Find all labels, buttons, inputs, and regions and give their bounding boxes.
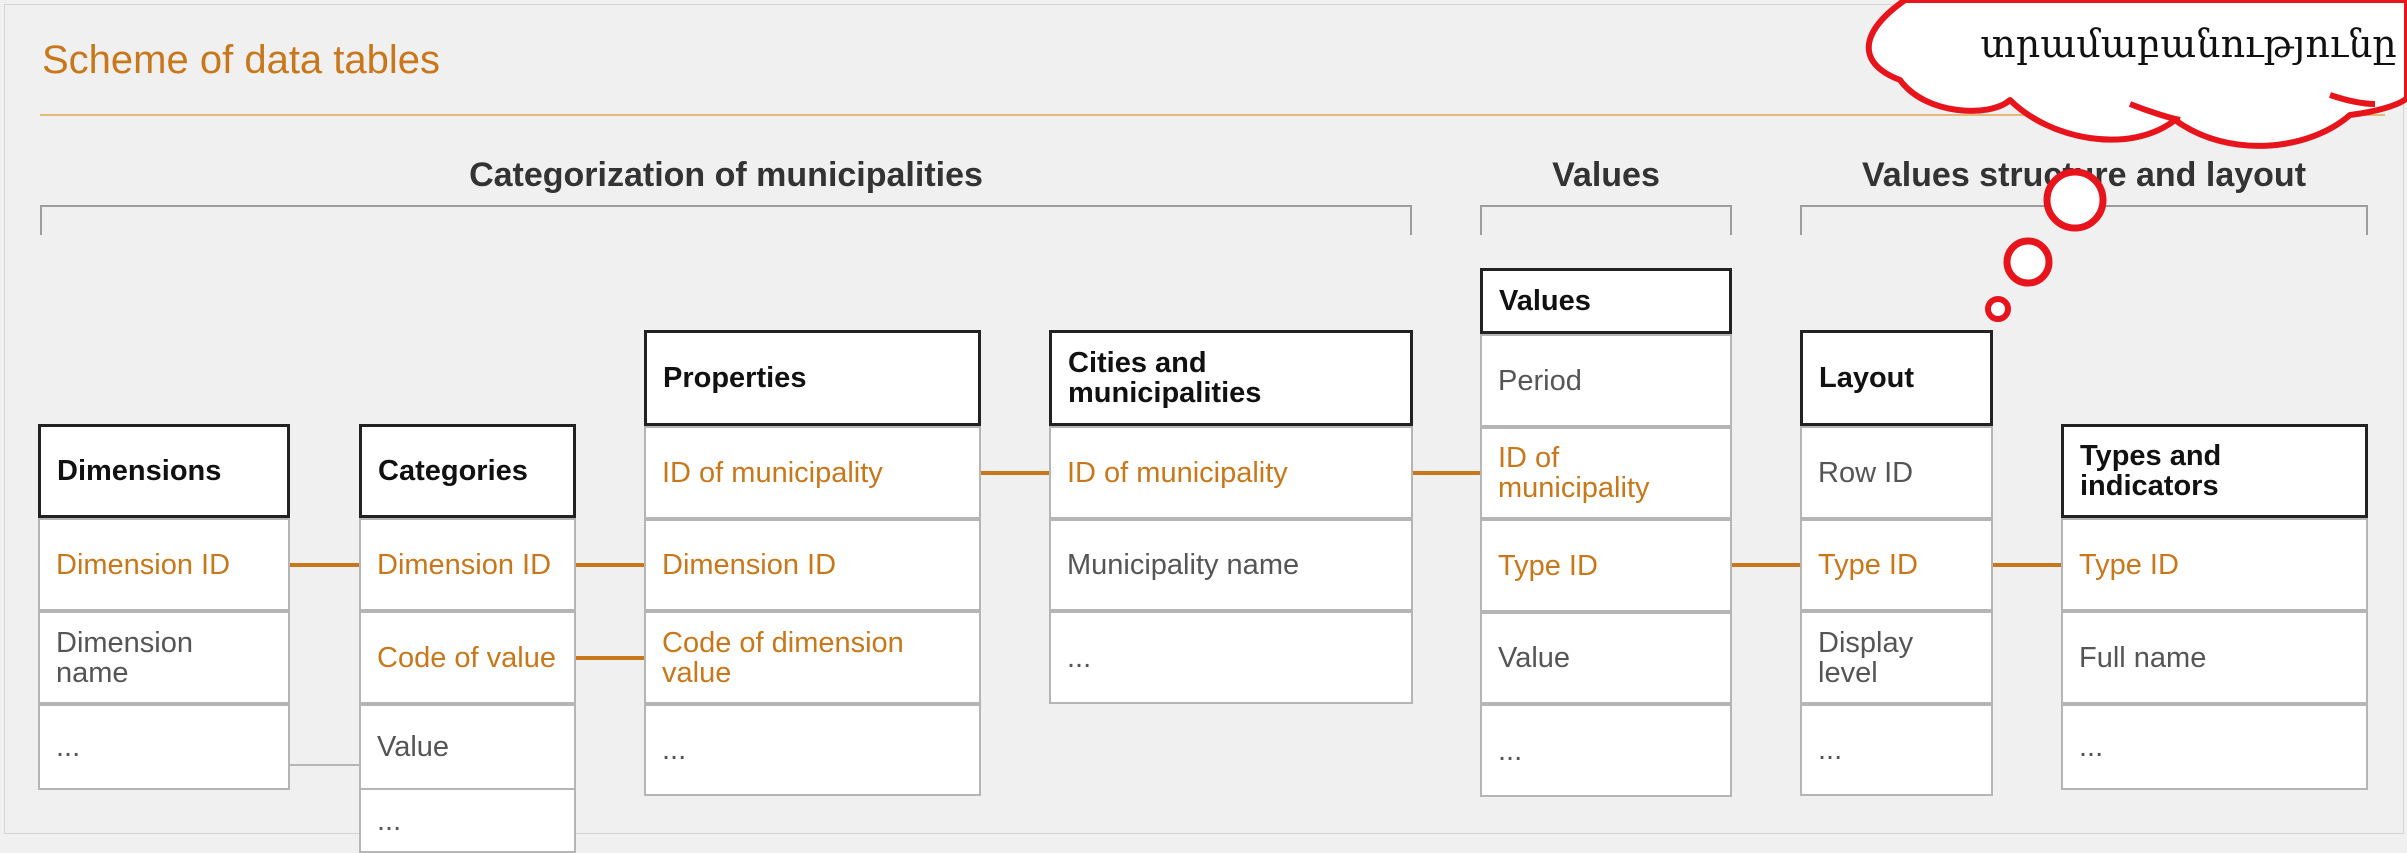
connector-municipality-id-1 bbox=[979, 471, 1051, 475]
faint-connector bbox=[289, 764, 361, 766]
table-row: Code of value bbox=[359, 611, 576, 704]
table-row: ... bbox=[359, 788, 576, 853]
page-title: Scheme of data tables bbox=[42, 38, 441, 82]
group-bracket-values bbox=[1480, 205, 1732, 235]
thought-bubble-partial-line bbox=[1970, 2, 2407, 22]
group-label-values: Values bbox=[1552, 156, 1660, 194]
table-row: Dimension ID bbox=[644, 519, 981, 611]
table-row: ... bbox=[1800, 704, 1993, 796]
thought-bubble-text: տրամաբանությունը bbox=[1970, 2, 2407, 66]
table-row: Type ID bbox=[1800, 519, 1993, 611]
table-row: ID of municipality bbox=[1049, 426, 1413, 519]
table-row: Value bbox=[359, 704, 576, 790]
table-row: Full name bbox=[2061, 611, 2368, 704]
table-header: Layout bbox=[1800, 330, 1993, 426]
table-row: ... bbox=[1480, 704, 1732, 797]
table-row: Type ID bbox=[2061, 518, 2368, 611]
table-header: Cities and municipalities bbox=[1049, 330, 1413, 426]
table-row: Value bbox=[1480, 612, 1732, 704]
table-row: Period bbox=[1480, 334, 1732, 427]
table-row: Dimension ID bbox=[38, 518, 290, 611]
connector-dimension-id-1 bbox=[289, 563, 361, 567]
connector-dimension-id-2 bbox=[574, 563, 646, 567]
connector-code-of-value bbox=[574, 656, 646, 660]
table-row: Display level bbox=[1800, 611, 1993, 704]
table-header: Types and indicators bbox=[2061, 424, 2368, 518]
thought-bubble-line: տրամաբանությունը bbox=[1980, 22, 2397, 66]
group-label-structure: Values structure and layout bbox=[1861, 156, 2307, 194]
table-row: ... bbox=[644, 704, 981, 796]
connector-type-id-2 bbox=[1991, 563, 2063, 567]
table-row: ... bbox=[2061, 704, 2368, 790]
table-row: Dimension ID bbox=[359, 518, 576, 611]
group-bracket-categorization bbox=[40, 205, 1412, 235]
connector-municipality-id-2 bbox=[1411, 471, 1483, 475]
connector-type-id-1 bbox=[1731, 563, 1803, 567]
table-row: ID of municipality bbox=[644, 426, 981, 519]
table-row: Dimension name bbox=[38, 611, 290, 704]
table-header: Categories bbox=[359, 424, 576, 518]
table-row: ... bbox=[38, 704, 290, 790]
table-row: Municipality name bbox=[1049, 519, 1413, 611]
title-divider bbox=[40, 114, 2385, 116]
table-row: Type ID bbox=[1480, 519, 1732, 612]
table-header: Dimensions bbox=[38, 424, 290, 518]
table-header: Values bbox=[1480, 268, 1732, 334]
table-row: ... bbox=[1049, 611, 1413, 704]
group-bracket-structure bbox=[1800, 205, 2368, 235]
table-row: Row ID bbox=[1800, 426, 1993, 519]
group-label-categorization: Categorization of municipalities bbox=[469, 156, 983, 194]
table-row: Code of dimension value bbox=[644, 611, 981, 704]
table-row: ID of municipality bbox=[1480, 427, 1732, 519]
table-header: Properties bbox=[644, 330, 981, 426]
